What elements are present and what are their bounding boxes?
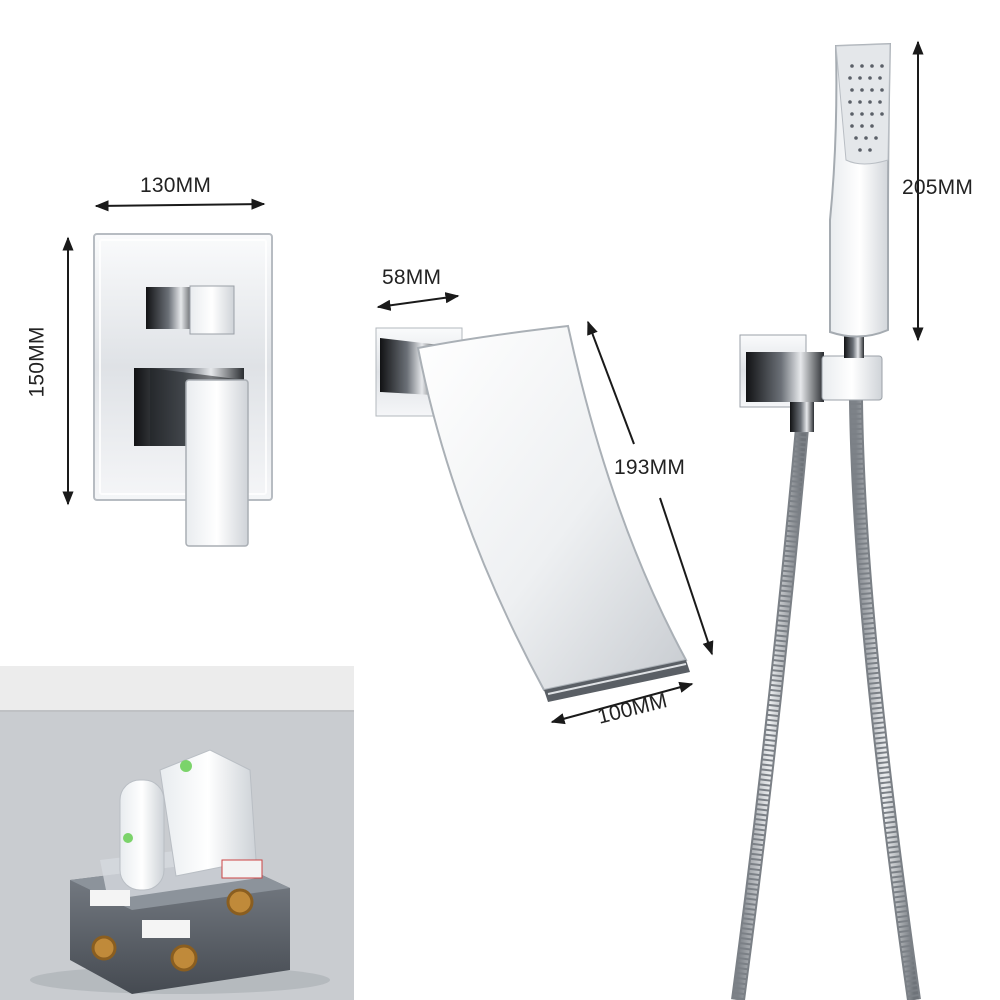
dimension-label-panel-height: 150MM [25,326,49,398]
dimension-label-handshower-length: 205MM [902,176,974,199]
hand-shower-head [829,42,892,338]
inset-header-strip [0,666,354,712]
dimension-line-spout-length-lower [659,497,714,656]
dimension-label-panel-width: 130MM [140,174,212,197]
dimension-line-spout-depth [376,292,460,311]
dimension-label-spout-depth: 58MM [382,266,442,289]
hand-shower-hose [731,399,921,1000]
diverter-knob [146,285,235,335]
waterfall-spout [375,324,690,702]
dimension-line-panel-width [94,198,266,212]
dimension-line-spout-length-upper [587,320,635,445]
mixer-lever-handle [134,368,249,547]
hand-shower-wall-bracket [739,334,883,432]
dimension-line-spout-width [550,681,694,725]
concealed-valve-body [30,749,330,994]
dimension-label-spout-length: 193MM [614,456,686,479]
valve-body-inset [0,666,354,1000]
